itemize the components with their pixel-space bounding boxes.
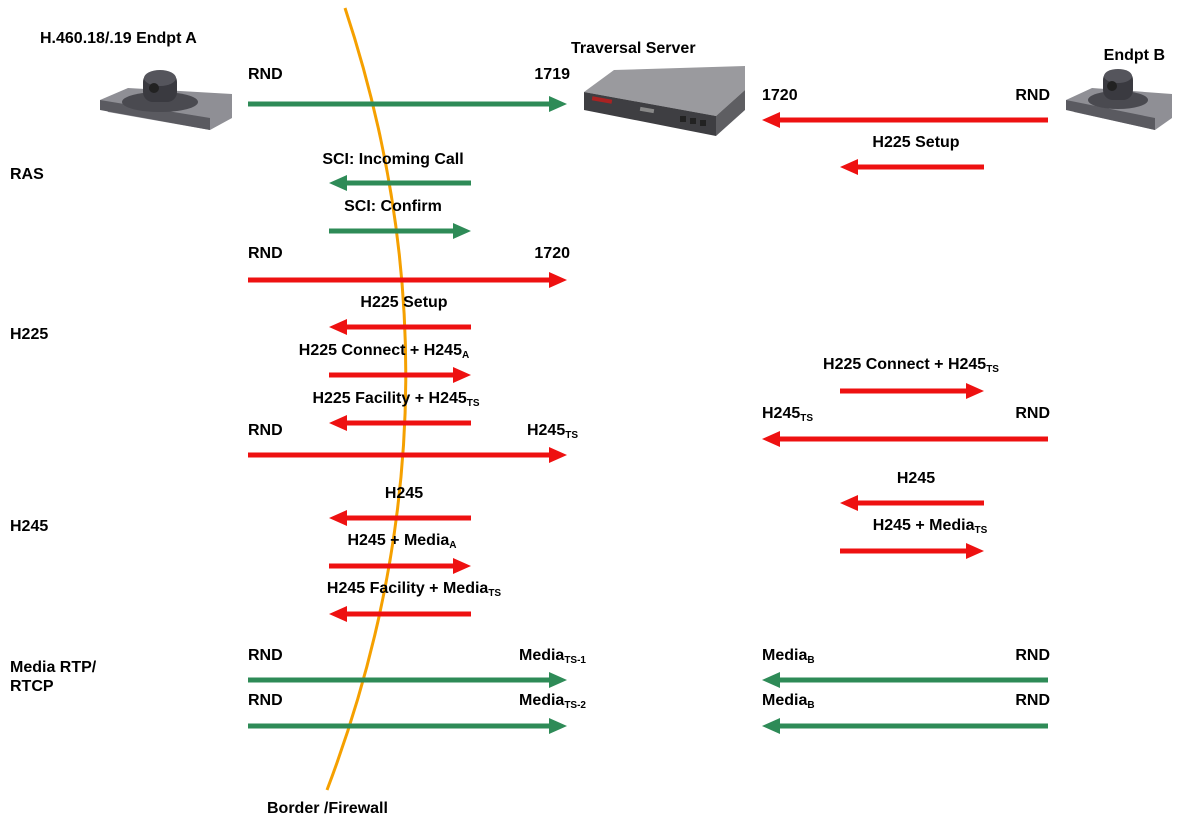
a-h225-setup: H225 Setup [360, 294, 448, 311]
sci-confirm: SCI: Confirm [344, 198, 442, 215]
section-h225: H225 [10, 326, 49, 343]
arrow-b-h225-connect-ts [840, 383, 984, 399]
b-h225-setup: H225 Setup [872, 134, 960, 151]
arrow-a-h245-media-a [329, 558, 471, 574]
arrow-a-h245-tcp [248, 447, 567, 463]
b-h245: H245 [896, 470, 936, 487]
b-media-2: MediaB [762, 692, 815, 711]
arrow-a-media-1 [248, 672, 567, 688]
sci-incoming-call: SCI: Incoming Call [322, 151, 464, 168]
traversal-server-label: Traversal Server [571, 40, 696, 57]
b-media-1: MediaB [762, 647, 815, 666]
h225-facility-ts: H225 Facility + H245TS [312, 390, 480, 409]
a-h245-facility-media-ts: H245 Facility + MediaTS [326, 580, 502, 599]
arrow-b-ras-register [762, 112, 1048, 128]
arrow-b-h225-setup [840, 159, 984, 175]
arrow-sci-confirm [329, 223, 471, 239]
a-rnd-h225: RND [248, 245, 283, 262]
section-ras: RAS [10, 166, 44, 183]
a-h245: H245 [384, 485, 424, 502]
a-rnd-media-1: RND [248, 647, 283, 664]
section-h245: H245 [10, 518, 49, 535]
b-rnd-media-1: RND [1015, 647, 1050, 664]
arrow-sci-incoming-call [329, 175, 471, 191]
section-media-line2: RTCP [10, 678, 54, 695]
b-port-1720: 1720 [762, 87, 798, 104]
b-rnd-ras: RND [1015, 87, 1050, 104]
a-rnd-h245ts: RND [248, 422, 283, 439]
port-1719: 1719 [534, 66, 570, 83]
endpoint-a-device-icon [100, 70, 232, 130]
b-rnd-h245ts: RND [1015, 405, 1050, 422]
b-h245ts: H245TS [762, 405, 814, 424]
endpoint-b-label: Endpt B [1103, 47, 1165, 64]
endpoint-b-device-icon [1066, 69, 1172, 130]
media-ts-2: MediaTS-2 [518, 692, 586, 711]
port-1720: 1720 [534, 245, 570, 262]
arrow-b-h245-media-ts [840, 543, 984, 559]
b-rnd-media-2: RND [1015, 692, 1050, 709]
arrow-b-h245 [840, 495, 984, 511]
endpoint-a-label: H.460.18/.19 Endpt A [40, 30, 197, 47]
arrow-a-h245 [329, 510, 471, 526]
arrow-b-h245-tcp [762, 431, 1048, 447]
a-rnd-ras: RND [248, 66, 283, 83]
b-h245-media-ts: H245 + MediaTS [872, 517, 988, 536]
arrow-a-h225-setup [329, 319, 471, 335]
traversal-server-icon [584, 66, 745, 136]
arrow-a-h245-facility-media-ts [329, 606, 471, 622]
arrow-a-media-2 [248, 718, 567, 734]
a-h245-media-a: H245 + MediaA [347, 532, 457, 551]
media-ts-1: MediaTS-1 [518, 647, 586, 666]
arrow-b-media-2 [762, 718, 1048, 734]
arrow-h225-facility-ts [329, 415, 471, 431]
section-media-line1: Media RTP/ [10, 659, 97, 676]
h225-connect-a: H225 Connect + H245A [298, 342, 470, 361]
a-h245ts: H245TS [526, 422, 578, 441]
b-h225-connect-ts: H225 Connect + H245TS [823, 356, 999, 375]
arrow-a-h225-tcp [248, 272, 567, 288]
arrow-b-media-1 [762, 672, 1048, 688]
firewall-label: Border /Firewall [267, 800, 388, 817]
arrow-a-ras-register [248, 96, 567, 112]
a-rnd-media-2: RND [248, 692, 283, 709]
arrow-h225-connect-a [329, 367, 471, 383]
